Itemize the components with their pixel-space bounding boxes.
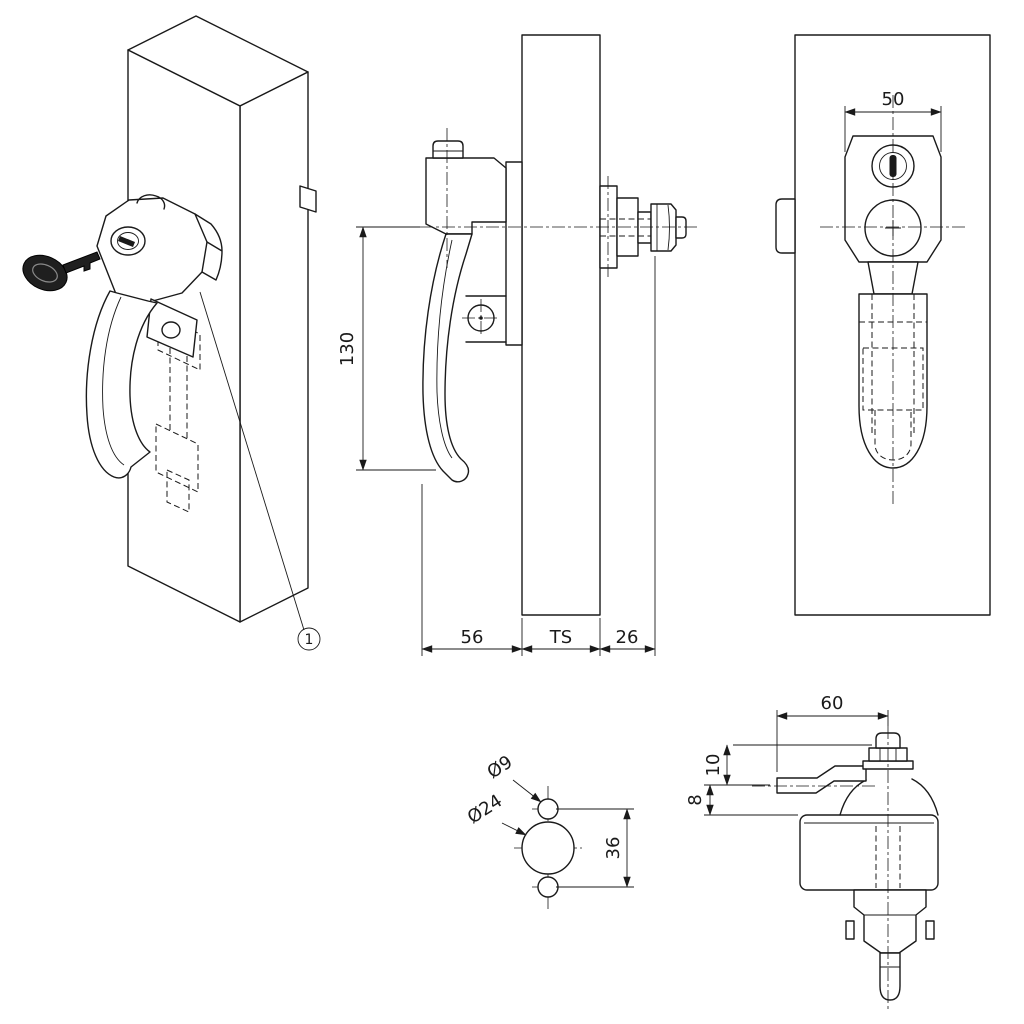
dim-label-10: 10	[703, 754, 724, 777]
pivot-housing-isometric	[146, 298, 198, 358]
lock-side-profile	[422, 140, 523, 483]
key-slot-icon	[118, 236, 135, 247]
view-drilling-pattern: Ø9 Ø24 36	[464, 752, 634, 910]
dimension-36: 36	[556, 808, 634, 888]
handle-isometric	[85, 290, 158, 479]
hole-small-bottom	[537, 876, 559, 898]
callout-label: 1	[305, 632, 314, 648]
dim-label-60: 60	[821, 693, 844, 714]
callout-circle	[297, 627, 321, 651]
leader-dia24: Ø24	[464, 790, 527, 836]
centerlines-front	[820, 95, 966, 505]
section-body	[776, 732, 939, 1001]
cap-section	[875, 732, 901, 749]
clamp-section	[853, 889, 927, 954]
dim-label-ts: TS	[549, 627, 572, 648]
spindle-tip-section	[879, 952, 901, 1001]
centerlines-side	[398, 128, 700, 337]
dim-label-26: 26	[616, 627, 639, 648]
housing-block	[799, 814, 939, 891]
key-icon	[22, 251, 101, 292]
dim-label-50: 50	[882, 89, 905, 110]
lock-cylinder-isometric	[110, 226, 146, 256]
view-side: 130 56 TS 26	[337, 34, 700, 656]
callout: 1	[199, 291, 321, 651]
hole-large	[521, 821, 575, 875]
dim-label-dia24: Ø24	[464, 790, 507, 828]
panel-side	[521, 34, 601, 616]
view-front: 50	[775, 34, 991, 616]
handle-tip-protruding	[775, 198, 796, 254]
dimension-10: 10	[703, 744, 872, 786]
lock-body-isometric	[96, 194, 223, 358]
view-isometric: 1	[22, 15, 321, 651]
clamp-tip-isometric	[299, 185, 317, 213]
view-top-section: 60 10 8	[685, 693, 939, 1010]
nut-side	[650, 203, 677, 252]
dim-label-36: 36	[603, 837, 624, 860]
handle-arm-section	[776, 765, 867, 794]
dimension-60: 60	[776, 693, 889, 772]
dim-label-dia9: Ø9	[484, 752, 517, 784]
dimension-8: 8	[685, 784, 798, 816]
dimension-50: 50	[844, 89, 942, 152]
dim-label-130: 130	[337, 332, 358, 366]
centerlines-section	[752, 726, 889, 1010]
dim-label-8: 8	[685, 794, 706, 805]
dim-label-56: 56	[461, 627, 484, 648]
dimension-130: 130	[337, 226, 436, 471]
handle-side-profile	[422, 233, 473, 483]
dimension-chain-bottom: 56 TS 26	[421, 256, 656, 656]
